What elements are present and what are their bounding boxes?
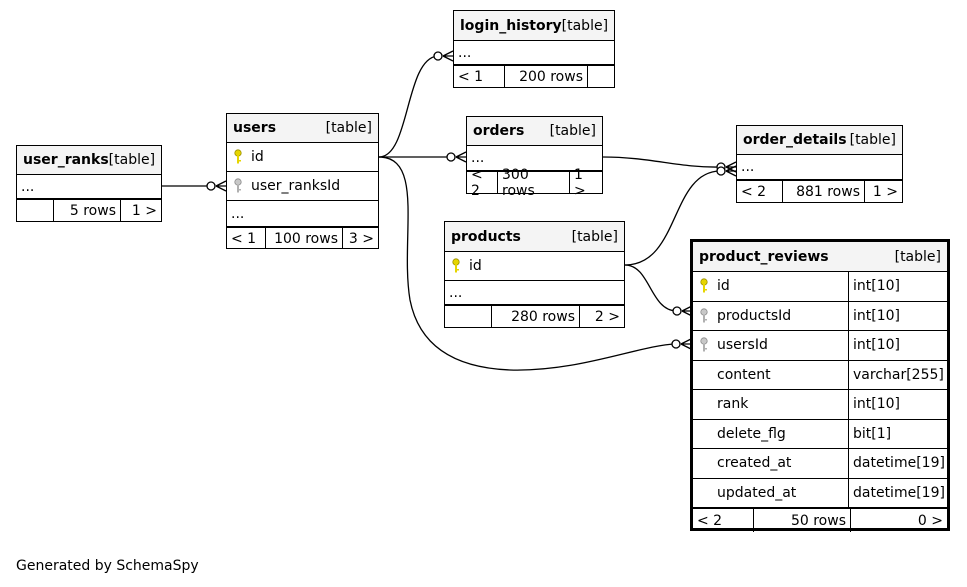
- column-row-updated_at: updated_at datetime[19]: [693, 478, 947, 508]
- column-row-content: content varchar[255]: [693, 360, 947, 390]
- column-row-created_at: created_at datetime[19]: [693, 449, 947, 479]
- table-header: product_reviews [table]: [693, 242, 947, 272]
- table-footer: < 1 200 rows: [454, 65, 614, 87]
- foreign-key-icon: [697, 337, 711, 353]
- table-orders[interactable]: orders [table] ... < 2 300 rows 1 >: [466, 116, 603, 199]
- edge-products-product_reviews: [624, 264, 677, 312]
- table-row: ...: [454, 41, 614, 65]
- column-row-productsId: productsId int[10]: [693, 301, 947, 331]
- table-footer: < 2 881 rows 1 >: [737, 180, 902, 202]
- table-footer: < 2 300 rows 1 >: [467, 167, 602, 199]
- table-row: user_ranksId: [227, 172, 378, 201]
- table-header: order_details [table]: [737, 126, 902, 155]
- generated-by-caption: Generated by SchemaSpy: [16, 558, 199, 574]
- table-tag: [table]: [561, 17, 609, 34]
- table-tag: [table]: [108, 152, 156, 168]
- table-order_details[interactable]: order_details [table] ... < 2 881 rows 1…: [736, 125, 903, 203]
- foreign-key-icon: [231, 178, 245, 194]
- table-row: ...: [227, 201, 378, 227]
- table-header: user_ranks [table]: [17, 146, 161, 175]
- edge-orders-order_details: [602, 156, 721, 168]
- column-row-usersId: usersId int[10]: [693, 331, 947, 361]
- edge-users-login_history: [378, 55, 438, 158]
- table-row: ...: [467, 146, 602, 171]
- table-name: product_reviews: [699, 248, 829, 265]
- table-name: login_history: [460, 17, 562, 34]
- table-row: id: [445, 252, 624, 281]
- table-tag: [table]: [325, 120, 372, 136]
- table-name: user_ranks: [23, 152, 109, 168]
- table-footer: 5 rows 1 >: [17, 199, 161, 221]
- table-tag: [table]: [571, 228, 618, 245]
- edge-products-order_details: [624, 170, 721, 266]
- table-users[interactable]: users [table] id user_ranksId ... < 1 10…: [226, 113, 379, 249]
- table-row: id: [227, 143, 378, 172]
- column-row-delete_flg: delete_flg bit[1]: [693, 419, 947, 449]
- table-products[interactable]: products [table] id ... 280 rows 2 >: [444, 221, 625, 328]
- table-footer: < 2 50 rows 0 >: [693, 508, 947, 532]
- table-row: ...: [737, 155, 902, 180]
- table-name: order_details: [743, 132, 847, 148]
- table-user_ranks[interactable]: user_ranks [table] ... 5 rows 1 >: [16, 145, 162, 222]
- table-footer: 280 rows 2 >: [445, 305, 624, 327]
- table-row: ...: [17, 175, 161, 199]
- table-product_reviews[interactable]: product_reviews [table] id int[10] produ…: [690, 239, 950, 532]
- table-login_history[interactable]: login_history [table] ... < 1 200 rows: [453, 10, 615, 88]
- table-name: products: [451, 228, 521, 245]
- primary-key-icon: [449, 258, 463, 274]
- primary-key-icon: [231, 149, 245, 165]
- column-row-id: id int[10]: [693, 272, 947, 302]
- table-name: orders: [473, 123, 525, 139]
- column-row-rank: rank int[10]: [693, 390, 947, 420]
- table-header: users [table]: [227, 114, 378, 143]
- primary-key-icon: [697, 278, 711, 294]
- table-row: ...: [445, 281, 624, 305]
- table-header: login_history [table]: [454, 11, 614, 41]
- table-name: users: [233, 120, 277, 136]
- table-header: products [table]: [445, 222, 624, 252]
- table-header: orders [table]: [467, 117, 602, 146]
- table-tag: [table]: [894, 248, 941, 265]
- table-footer: < 1 100 rows 3 >: [227, 227, 378, 249]
- edge-users-product_reviews: [378, 156, 677, 371]
- foreign-key-icon: [697, 308, 711, 324]
- table-tag: [table]: [549, 123, 596, 139]
- table-tag: [table]: [849, 132, 896, 148]
